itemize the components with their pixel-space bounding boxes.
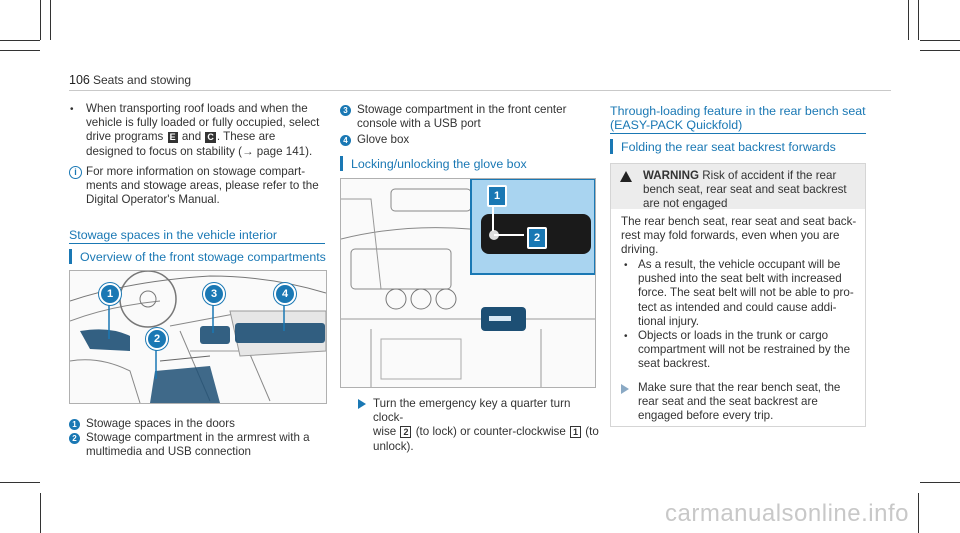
crop-mark — [920, 40, 960, 41]
warning-label: WARNING — [643, 169, 700, 182]
page-number: 106 — [69, 73, 90, 87]
subsection-bar — [340, 156, 343, 171]
section-title-through-loading: Through-loading feature in the rear benc… — [610, 104, 866, 132]
dashboard-drawing — [341, 179, 595, 387]
bullet-text: When transporting roof loads and when th… — [86, 102, 320, 158]
subsection-title-front-stowage: Overview of the front stowage compartmen… — [80, 250, 326, 264]
warning-head-text: WARNING Risk of accident if the rear ben… — [643, 169, 847, 211]
warning-body-text: The rear bench seat, rear seat and seat … — [621, 215, 857, 257]
section-rule — [69, 243, 325, 244]
crop-mark — [0, 50, 40, 51]
subsection-title-folding: Folding the rear seat backrest forwards — [621, 140, 836, 154]
drive-program-c-icon: C — [205, 132, 216, 144]
warning-header — [611, 164, 865, 209]
front-stowage-illustration: 1 2 3 4 — [69, 270, 327, 404]
crop-mark — [0, 40, 40, 41]
bullet-dot: • — [624, 331, 628, 342]
header-rule — [69, 90, 891, 91]
warning-bullet-text: As a result, the vehicle occupant will b… — [638, 258, 854, 328]
bullet-dot: • — [70, 104, 74, 115]
section-rule — [610, 133, 866, 134]
inset-callout-1: 1 — [487, 185, 507, 207]
section-title-stowage: Stowage spaces in the vehicle interior — [69, 228, 278, 242]
caption-text: Glove box — [357, 133, 410, 146]
crop-mark — [918, 0, 919, 40]
callout-1-marker: 1 — [99, 283, 121, 305]
watermark: carmanualsonline.info — [665, 500, 909, 527]
subsection-title-glove-box: Locking/unlocking the glove box — [351, 157, 527, 171]
lock-position-2-icon: 2 — [400, 426, 412, 439]
glove-box-illustration: 1 2 — [340, 178, 596, 388]
info-icon: i — [69, 166, 82, 179]
page-section-title: Seats and stowing — [93, 73, 192, 87]
crop-mark — [50, 0, 51, 40]
caption-text: Stowage spaces in the doors — [86, 417, 235, 430]
caption-number: 2 — [69, 433, 80, 444]
crop-mark — [40, 0, 41, 40]
warning-step-text: Make sure that the rear bench seat, the … — [638, 381, 841, 423]
crop-mark — [908, 0, 909, 40]
info-text: For more information on stowage compart-… — [86, 165, 319, 207]
warning-bullet-text: Objects or loads in the trunk or cargo c… — [638, 329, 851, 371]
caption-text: Stowage compartment in the armrest with … — [86, 431, 310, 459]
bullet-dot: • — [624, 260, 628, 271]
caption-number: 1 — [69, 419, 80, 430]
car-interior-drawing — [70, 271, 326, 403]
caption-text: Stowage compartment in the front center … — [357, 103, 567, 131]
step-arrow-icon — [358, 399, 366, 409]
drive-program-e-icon: E — [167, 132, 178, 144]
callout-3-marker: 3 — [203, 283, 225, 305]
inset-callout-2: 2 — [527, 227, 547, 249]
warning-triangle-icon — [620, 171, 632, 182]
step-text: Turn the emergency key a quarter turn cl… — [373, 397, 599, 453]
step-arrow-icon — [621, 384, 629, 394]
caption-number: 3 — [340, 105, 351, 116]
unlock-position-1-icon: 1 — [570, 426, 582, 439]
crop-mark — [40, 493, 41, 533]
subsection-bar — [69, 249, 72, 264]
callout-2-marker: 2 — [146, 328, 168, 350]
crop-mark — [918, 493, 919, 533]
subsection-bar — [610, 139, 613, 154]
crop-mark — [920, 482, 960, 483]
callout-4-marker: 4 — [274, 283, 296, 305]
caption-number: 4 — [340, 135, 351, 146]
crop-mark — [0, 482, 40, 483]
warning-box: WARNING Risk of accident if the rear ben… — [610, 163, 866, 427]
crop-mark — [920, 50, 960, 51]
